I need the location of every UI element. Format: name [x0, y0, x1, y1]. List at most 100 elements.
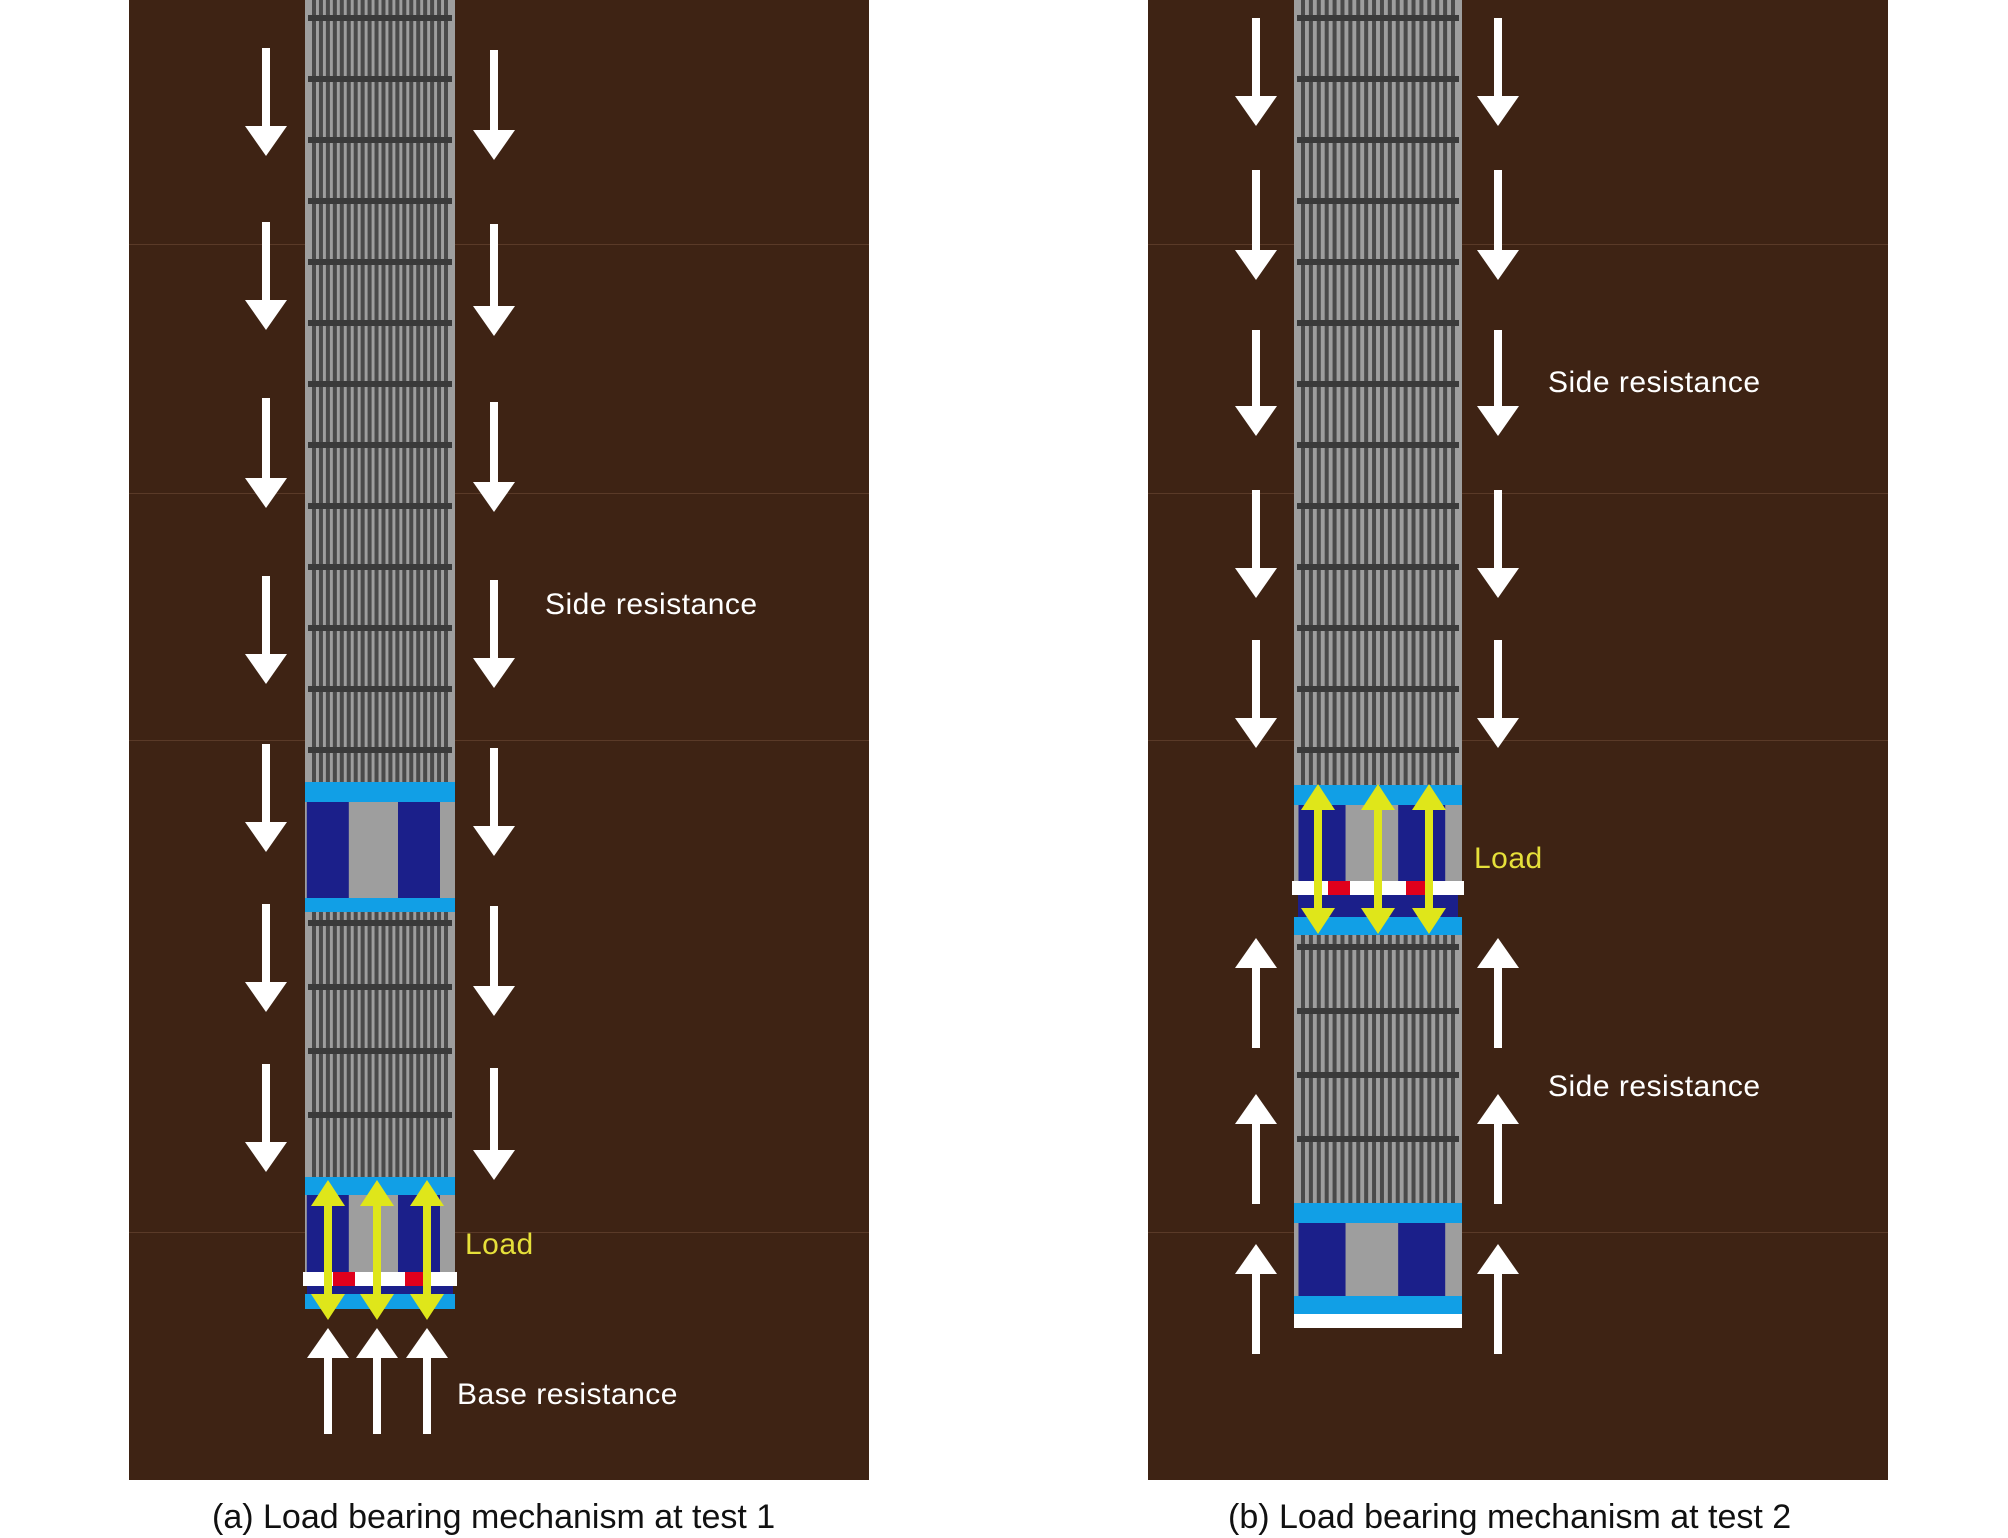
side-resistance-lower-label-b: Side resistance: [1548, 1070, 1761, 1103]
cage-ring: [1297, 259, 1459, 265]
base-plate-b: [1294, 1296, 1462, 1314]
cage-bar: [430, 912, 435, 1177]
cage-background: [1294, 0, 1462, 787]
cage-bar: [416, 912, 421, 1177]
side-resistance-arrow-down: [473, 748, 515, 856]
side-resistance-arrow-down: [473, 1068, 515, 1180]
cage-bar: [416, 0, 421, 785]
side-resistance-arrow-down: [1235, 490, 1277, 598]
cage-bar: [402, 0, 407, 785]
cage-bar: [388, 0, 393, 785]
gap-red-mark: [1406, 881, 1428, 895]
load-arrow-a: [410, 1180, 444, 1320]
cage-bar: [367, 912, 372, 1177]
cage-bar: [1364, 0, 1369, 787]
panel-test-2: [1148, 0, 1888, 1480]
cage-bar: [1387, 935, 1392, 1203]
cage-background: [305, 912, 455, 1177]
cage-bar: [1324, 935, 1329, 1203]
cage-bar: [1340, 935, 1345, 1203]
side-resistance-arrow-down: [1477, 640, 1519, 748]
soil-body-b: [1148, 0, 1888, 1480]
jack-block: [1398, 1223, 1446, 1296]
cage-bar: [1316, 935, 1321, 1203]
cage-bar: [1411, 935, 1416, 1203]
cage-bar: [1395, 935, 1400, 1203]
soil-boundary-line: [1148, 493, 1888, 494]
cage-bar: [1387, 0, 1392, 787]
cage-bar: [1348, 0, 1353, 787]
lower-reinforcement-cage-a: [305, 912, 455, 1177]
cage-bar: [1411, 0, 1416, 787]
soil-boundary-line: [1148, 740, 1888, 741]
cage-bar: [346, 912, 351, 1177]
cage-bar: [1443, 0, 1448, 787]
cage-bar: [1379, 935, 1384, 1203]
cage-ring: [308, 920, 452, 926]
cage-ring: [1297, 137, 1459, 143]
cage-ring: [1297, 747, 1459, 753]
cage-bar: [437, 912, 442, 1177]
cage-ring: [1297, 76, 1459, 82]
upper-cell-top-plate-a: [305, 782, 455, 802]
cage-ring: [308, 381, 452, 387]
soil-body-a: [129, 0, 869, 1480]
cage-ring: [1297, 503, 1459, 509]
cage-bar: [318, 912, 323, 1177]
cage-bar: [1443, 935, 1448, 1203]
cage-bar: [1301, 0, 1305, 787]
cage-ring: [308, 137, 452, 143]
cage-ring: [308, 1112, 452, 1118]
side-resistance-arrow-up: [1477, 1094, 1519, 1204]
cage-bar: [353, 912, 358, 1177]
load-arrow-b: [1301, 784, 1335, 934]
cage-bar: [360, 0, 365, 785]
base-resistance-arrow-up: [406, 1328, 448, 1434]
gap-red-mark: [405, 1272, 427, 1286]
cage-ring: [1297, 564, 1459, 570]
soil-boundary-line: [129, 740, 869, 741]
cage-bar: [402, 912, 407, 1177]
side-resistance-arrow-down: [473, 580, 515, 688]
cage-bar: [430, 0, 435, 785]
soil-boundary-line: [129, 1232, 869, 1233]
upper-reinforcement-cage-b: [1294, 0, 1462, 787]
jack-block: [1298, 805, 1346, 881]
cage-bar: [1372, 935, 1377, 1203]
cage-bar: [1324, 0, 1329, 787]
side-resistance-arrow-down: [1477, 170, 1519, 280]
jack-block: [1298, 1223, 1346, 1296]
cage-bar: [423, 0, 428, 785]
cage-bar: [346, 0, 351, 785]
base-resistance-arrow-up: [356, 1328, 398, 1434]
cage-ring: [308, 1048, 452, 1054]
cage-bar: [1395, 0, 1400, 787]
cage-ring: [1297, 1136, 1459, 1142]
cage-bar: [1308, 0, 1313, 787]
jack-block: [398, 802, 440, 898]
side-resistance-arrow-down: [473, 224, 515, 336]
base-resistance-label-a: Base resistance: [457, 1378, 678, 1411]
base-cell-b: [1294, 1223, 1462, 1296]
cage-ring: [1297, 198, 1459, 204]
cage-ring: [308, 625, 452, 631]
cage-bar: [1379, 0, 1384, 787]
cage-ring: [1297, 15, 1459, 21]
cage-bar: [339, 0, 344, 785]
cage-bar: [1419, 935, 1424, 1203]
cage-bar: [444, 912, 448, 1177]
cage-bar: [395, 912, 400, 1177]
cage-bar: [395, 0, 400, 785]
load-arrow-a: [360, 1180, 394, 1320]
cage-bar: [367, 0, 372, 785]
side-resistance-arrow-down: [245, 576, 287, 684]
cage-bar: [1340, 0, 1345, 787]
base-cell-top-plate-b: [1294, 1203, 1462, 1223]
cage-ring: [1297, 944, 1459, 950]
cage-ring: [308, 76, 452, 82]
load-arrow-b: [1361, 784, 1395, 934]
side-resistance-arrow-down: [245, 398, 287, 508]
cage-ring: [308, 320, 452, 326]
cage-bar: [1451, 935, 1455, 1203]
